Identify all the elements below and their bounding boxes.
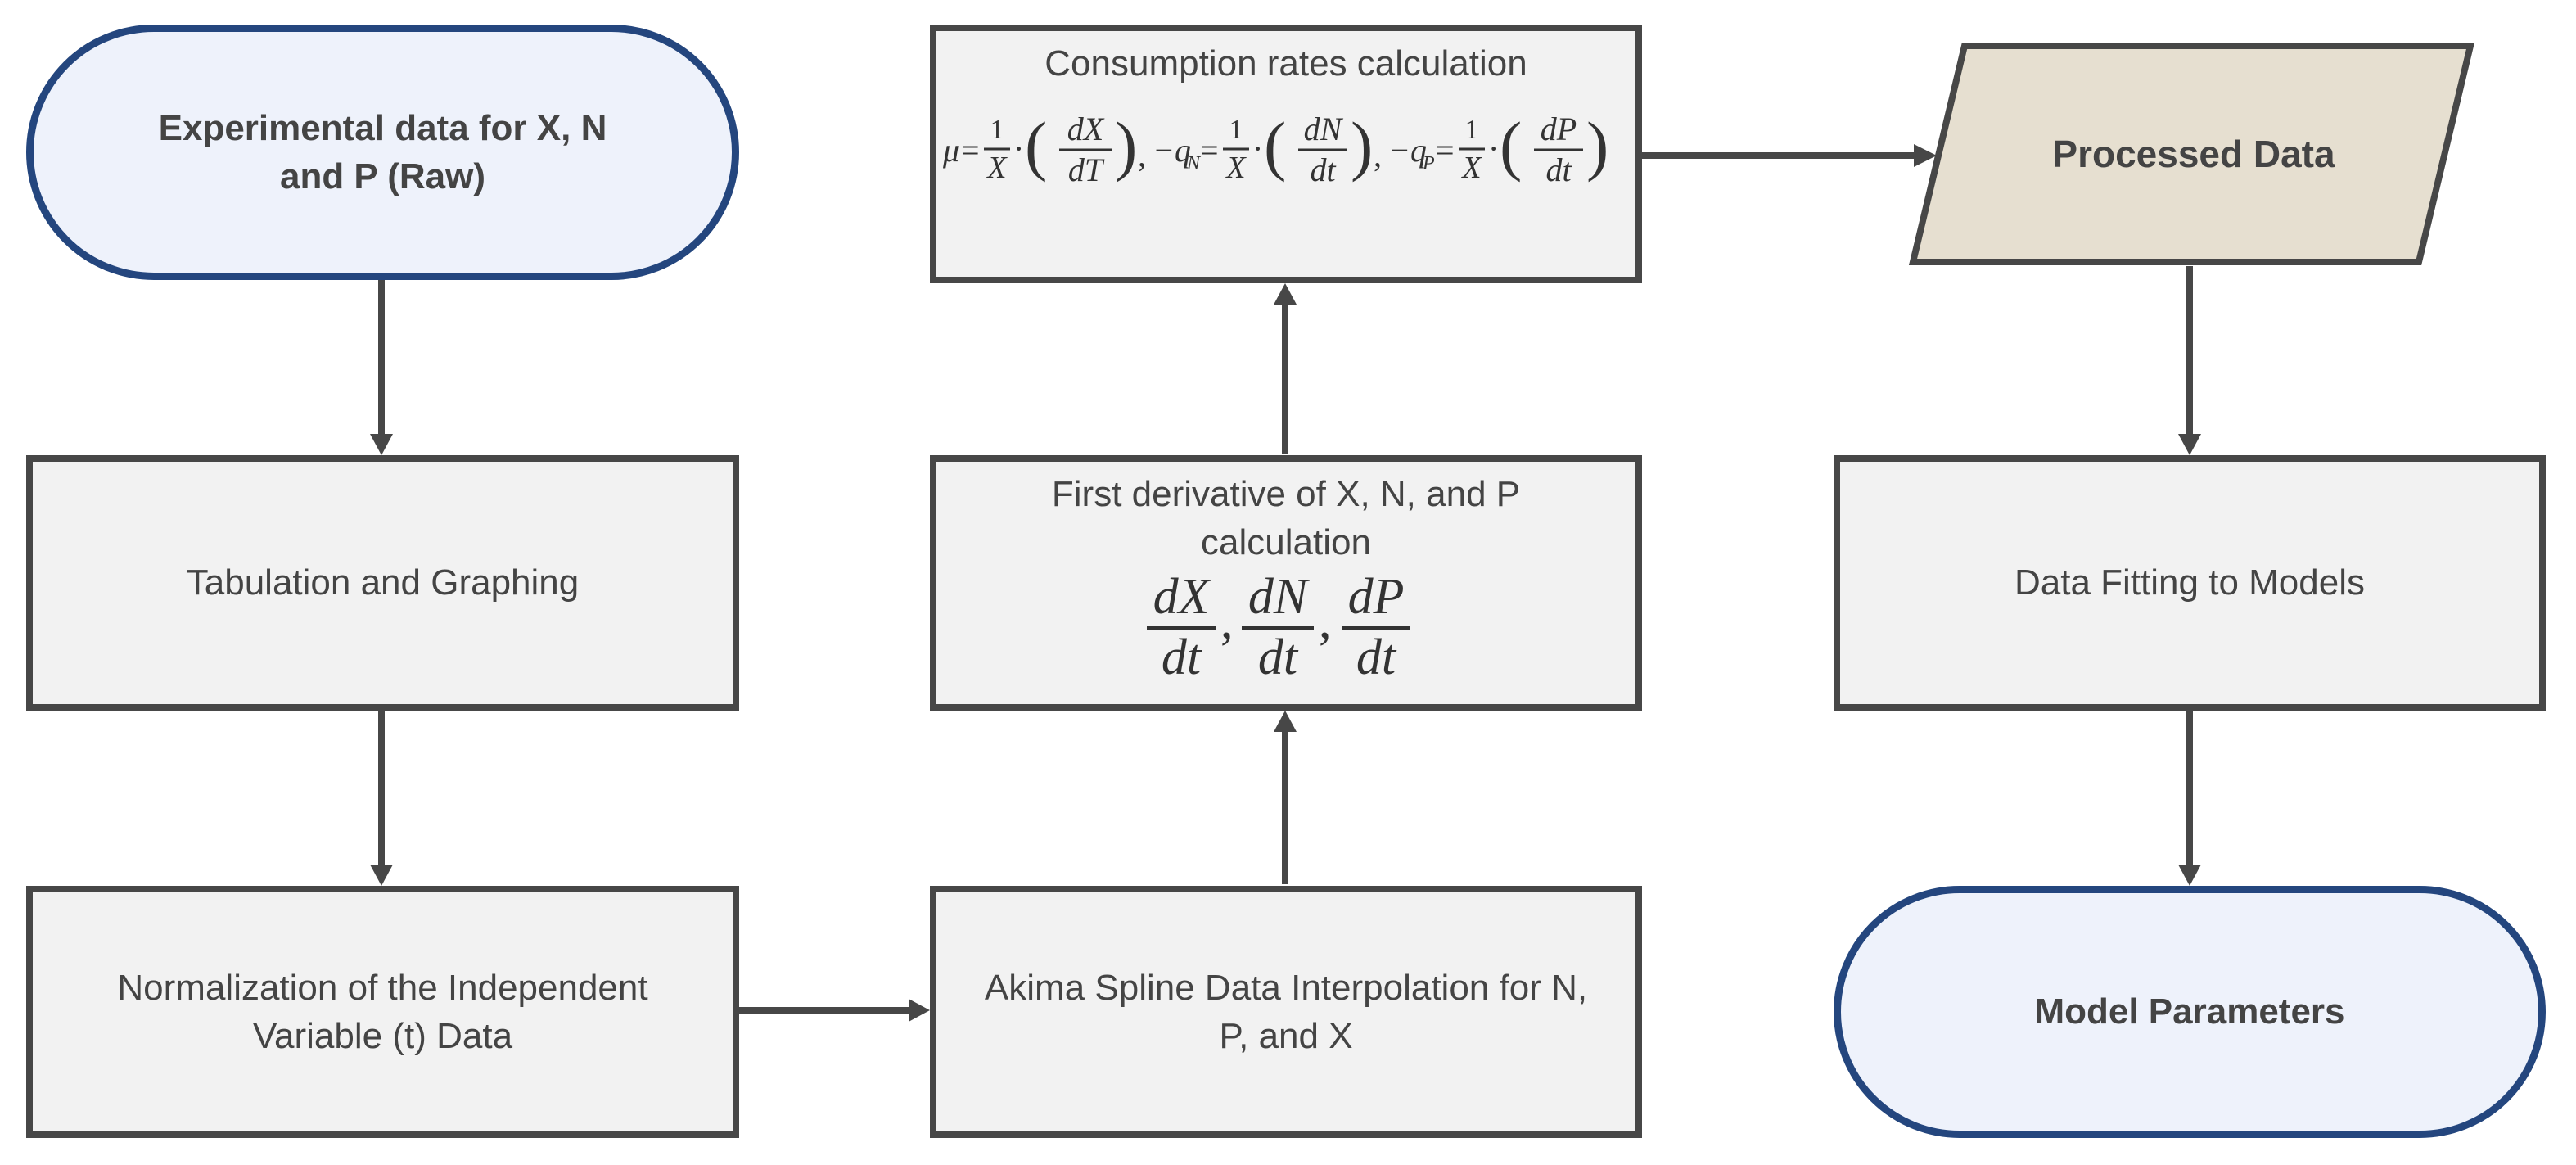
rate-factor-den-2: X (1225, 151, 1247, 185)
arrowhead-processed-to-fitting (2178, 434, 2201, 455)
rate-comma-1: , (1138, 137, 1146, 174)
node-normalization: Normalization of the Independent Variabl… (26, 886, 739, 1138)
node-akima: Akima Spline Data Interpolation for N, P… (930, 886, 1642, 1138)
node-processed-data-label: Processed Data (2052, 133, 2335, 175)
derivative-num-p: dP (1348, 571, 1405, 625)
node-data-fitting-label: Data Fitting to Models (2014, 562, 2365, 603)
arrowhead-raw-to-tabulation (370, 434, 393, 455)
derivative-den-x: dt (1162, 630, 1202, 685)
rate-rparen-2: ) (1351, 108, 1373, 183)
derivative-comma-2: , (1319, 594, 1332, 649)
rate-factor-num-1: 1 (990, 115, 1004, 145)
arrowhead-normalization-to-akima (909, 999, 930, 1022)
arrowhead-consumption-to-processed (1914, 144, 1937, 167)
rate-eq-2: = (1200, 132, 1219, 169)
arrowhead-tabulation-to-normalization (370, 865, 393, 886)
rate-factor-num-2: 1 (1229, 115, 1243, 145)
arrowhead-fitting-to-params (2178, 865, 2201, 886)
arrowhead-akima-to-derivative (1274, 711, 1297, 732)
rate-deriv-den-1: dT (1068, 151, 1105, 188)
rate-dot-2: · (1252, 130, 1263, 167)
rate-deriv-num-2: dN (1304, 111, 1344, 147)
derivative-formula: dX dt , dN dt , dP dt (1147, 571, 1410, 685)
rate-deriv-den-2: dt (1310, 151, 1336, 188)
rate-factor-den-3: X (1460, 151, 1482, 185)
node-first-derivative: First derivative of X, N, and P calculat… (930, 455, 1642, 711)
rate-deriv-num-3: dP (1541, 111, 1577, 147)
node-consumption-label: Consumption rates calculation (1044, 43, 1527, 84)
node-first-derivative-label: First derivative of X, N, and P calculat… (1051, 474, 1521, 563)
node-tabulation: Tabulation and Graphing (26, 455, 739, 711)
arrowheads (370, 144, 2201, 1022)
arrows (378, 152, 2193, 1014)
rate-label-qp: −q (1388, 132, 1427, 169)
node-consumption: Consumption rates calculation μ = 1 X · … (930, 25, 1642, 283)
rate-sub-p: P (1422, 153, 1435, 174)
node-model-parameters: Model Parameters (1834, 886, 2546, 1138)
node-raw-data: Experimental data for X, N and P (Raw) (26, 25, 739, 280)
rate-lparen-1: ( (1025, 108, 1047, 183)
derivative-num-n: dN (1248, 571, 1311, 625)
rate-lparen-2: ( (1264, 108, 1286, 183)
processed-data-shape (1908, 43, 2475, 265)
derivative-den-n: dt (1258, 630, 1299, 685)
arrowhead-derivative-to-consumption (1274, 283, 1297, 305)
derivative-num-x: dX (1153, 571, 1211, 625)
rate-deriv-num-1: dX (1067, 111, 1105, 147)
rate-factor-den-1: X (986, 151, 1008, 185)
node-tabulation-label: Tabulation and Graphing (186, 562, 580, 603)
derivative-comma-1: , (1220, 594, 1234, 649)
rate-eq-1: = (961, 132, 980, 169)
rate-label-qn: −q (1153, 132, 1191, 169)
node-data-fitting: Data Fitting to Models (1834, 455, 2546, 711)
rate-sub-n: N (1186, 153, 1202, 174)
rate-dot-3: · (1488, 130, 1499, 167)
consumption-formula: μ = 1 X · ( dX dT ) , −q N = 1 X · ( dN … (942, 108, 1608, 188)
node-raw-data-label: Experimental data for X, N and P (Raw) (158, 107, 607, 196)
rate-factor-num-3: 1 (1465, 115, 1479, 145)
node-processed-data: Processed Data (1915, 46, 2472, 262)
derivative-den-p: dt (1356, 630, 1397, 685)
rate-rparen-3: ) (1586, 108, 1608, 183)
rate-dot-1: · (1013, 130, 1024, 167)
rate-lparen-3: ( (1500, 108, 1522, 183)
node-model-parameters-label: Model Parameters (2034, 991, 2345, 1032)
rate-rparen-1: ) (1115, 108, 1137, 183)
rate-comma-2: , (1374, 137, 1382, 174)
rate-label-mu: μ (942, 132, 959, 169)
node-akima-label: Akima Spline Data Interpolation for N, P… (984, 967, 1588, 1056)
node-normalization-label: Normalization of the Independent Variabl… (117, 967, 648, 1056)
rate-eq-3: = (1436, 132, 1455, 169)
rate-deriv-den-3: dt (1545, 151, 1572, 188)
